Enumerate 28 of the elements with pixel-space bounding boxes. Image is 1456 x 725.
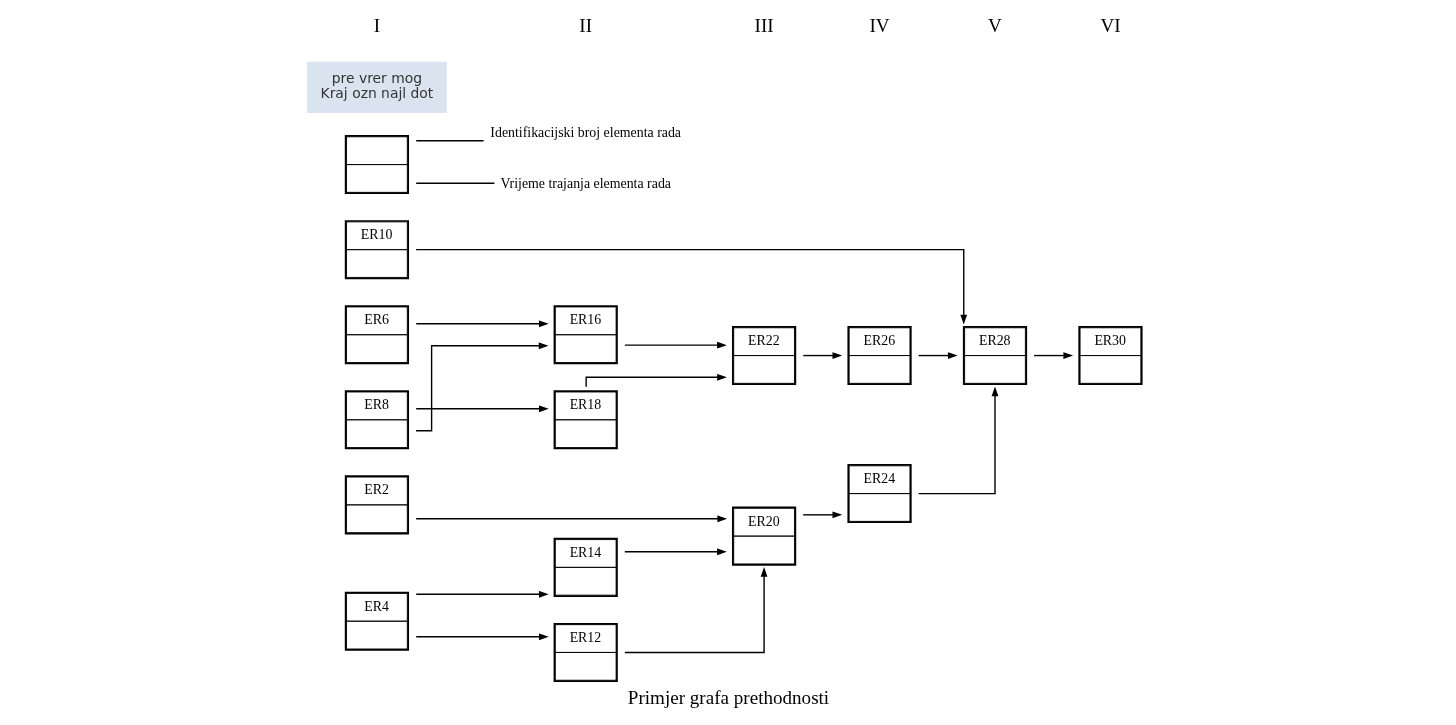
caption: Primjer grafa prethodnosti xyxy=(627,687,829,709)
connector xyxy=(415,140,484,142)
arrow xyxy=(623,341,727,349)
arrow xyxy=(415,633,549,641)
arrow xyxy=(1032,352,1073,359)
label: III xyxy=(754,15,774,37)
arrow xyxy=(917,352,958,359)
connector xyxy=(415,182,495,184)
arrow xyxy=(802,352,842,359)
arrow xyxy=(415,515,727,523)
arrow xyxy=(414,342,549,432)
arrow xyxy=(802,511,842,519)
arrow xyxy=(623,548,727,556)
arrow xyxy=(415,320,549,328)
node-text: Identifikacijski broj elementa rada xyxy=(489,125,681,141)
arrow xyxy=(415,590,549,598)
arrow xyxy=(917,386,998,495)
label: V xyxy=(987,15,1002,37)
arrow xyxy=(584,373,727,388)
label: II xyxy=(578,15,592,37)
node-text: Vrijeme trajanja elementa rada xyxy=(499,175,671,191)
arrow xyxy=(623,567,767,654)
label: VI xyxy=(1099,15,1121,37)
arrow xyxy=(415,405,549,413)
node-box: pre vrer mog Kraj ozn najl dot xyxy=(306,61,447,113)
arrow xyxy=(414,248,967,325)
label: I xyxy=(373,15,380,37)
label: IV xyxy=(868,15,890,37)
